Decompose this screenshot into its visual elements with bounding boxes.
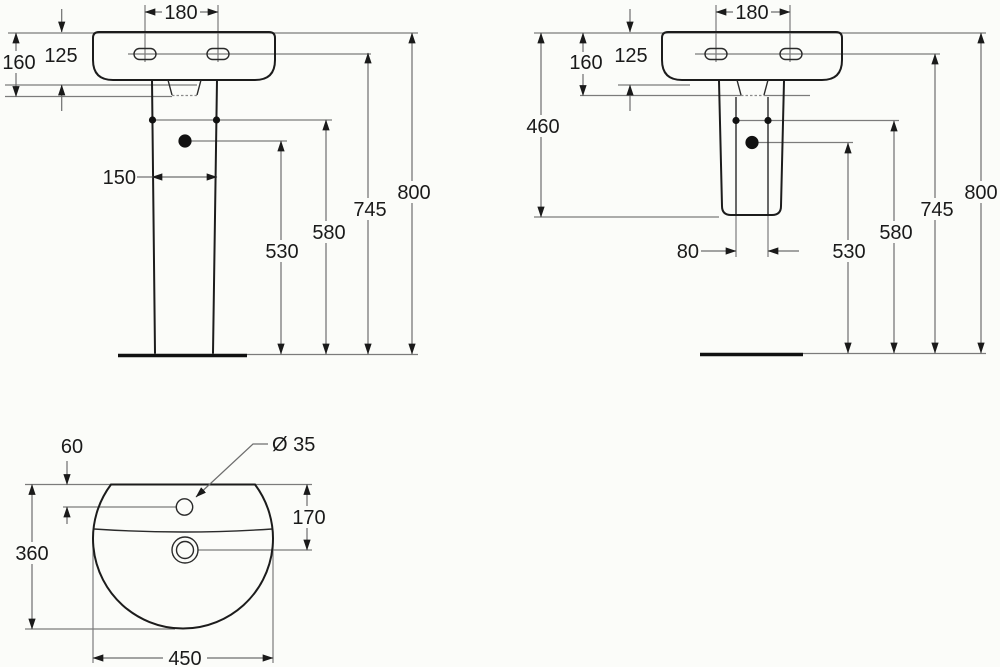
- drain-inner-ring: [175, 540, 195, 560]
- fixing-point-right: [764, 116, 772, 125]
- sump-edge-left: [167, 79, 173, 96]
- fixing-slot-left: [704, 47, 728, 61]
- bowl-back-edge: [93, 528, 273, 533]
- view-front-semi-pedestal: 180 160 125 460 80 530 580 745 800: [526, 2, 998, 357]
- dim-label-taphole-spacing: 180: [164, 2, 197, 24]
- basin-outline: [661, 31, 843, 81]
- fixing-point-left: [732, 116, 740, 125]
- fixing-slot-right: [779, 47, 803, 61]
- dim-label-taphole-line-height: 745: [920, 199, 953, 221]
- dimension-lines-right-view: [537, 8, 985, 354]
- dim-label-fixing-height: 580: [879, 222, 912, 244]
- fixing-slot-right: [206, 47, 230, 61]
- pedestal-edge-right: [212, 79, 218, 354]
- dim-label-inlet-height: 530: [265, 241, 298, 263]
- pedestal-edge-left: [151, 79, 156, 354]
- dimension-lines-plan-view: [28, 443, 311, 662]
- dim-label-basin-body-height: 125: [614, 45, 647, 67]
- water-inlet-point: [178, 134, 192, 148]
- dim-label-basin-depth: 360: [15, 543, 48, 565]
- dim-label-inlet-height: 530: [832, 241, 865, 263]
- basin-outline: [92, 31, 276, 81]
- dim-label-fixing-height: 580: [312, 222, 345, 244]
- dim-label-basin-body-height: 125: [44, 45, 77, 67]
- dim-label-basin-width: 450: [168, 648, 201, 667]
- basin-plan-outline: [92, 483, 274, 630]
- sump-edge-right: [763, 79, 769, 96]
- dim-label-taphole-diameter: Ø 35: [272, 434, 315, 456]
- taphole: [175, 498, 194, 516]
- dim-label-pedestal-fixing-spacing: 150: [103, 167, 136, 189]
- view-front-full-pedestal: 180 160 125 150 530 580 745 800: [2, 2, 431, 358]
- dim-label-basin-overall-height: 160: [2, 52, 35, 74]
- dimension-lines-left-view: [12, 8, 416, 355]
- pedestal-fixing-point-right: [212, 116, 221, 124]
- dim-label-fixing-slot-spacing: 80: [677, 241, 699, 263]
- dim-label-taphole-line-height: 745: [353, 199, 386, 221]
- dim-label-drain-offset: 170: [292, 507, 325, 529]
- dim-label-rim-height: 800: [964, 182, 997, 204]
- dim-label-basin-overall-height: 160: [569, 52, 602, 74]
- dim-label-taphole-spacing: 180: [735, 2, 768, 24]
- semi-pedestal-outline: [718, 80, 785, 216]
- taphole-leader-line: [195, 443, 268, 498]
- dim-label-taphole-offset: 60: [61, 436, 83, 458]
- sump-edge-left: [736, 79, 742, 96]
- water-inlet-point: [745, 135, 759, 150]
- dim-label-rim-height: 800: [397, 182, 430, 204]
- sump-edge-right: [196, 79, 202, 96]
- dim-label-semi-pedestal-height: 460: [526, 116, 559, 138]
- view-plan: 60 Ø 35 170 360 450: [15, 434, 325, 667]
- pedestal-fixing-point-left: [148, 116, 157, 124]
- fixing-slot-left: [133, 47, 157, 61]
- drain-outer-ring: [171, 536, 199, 564]
